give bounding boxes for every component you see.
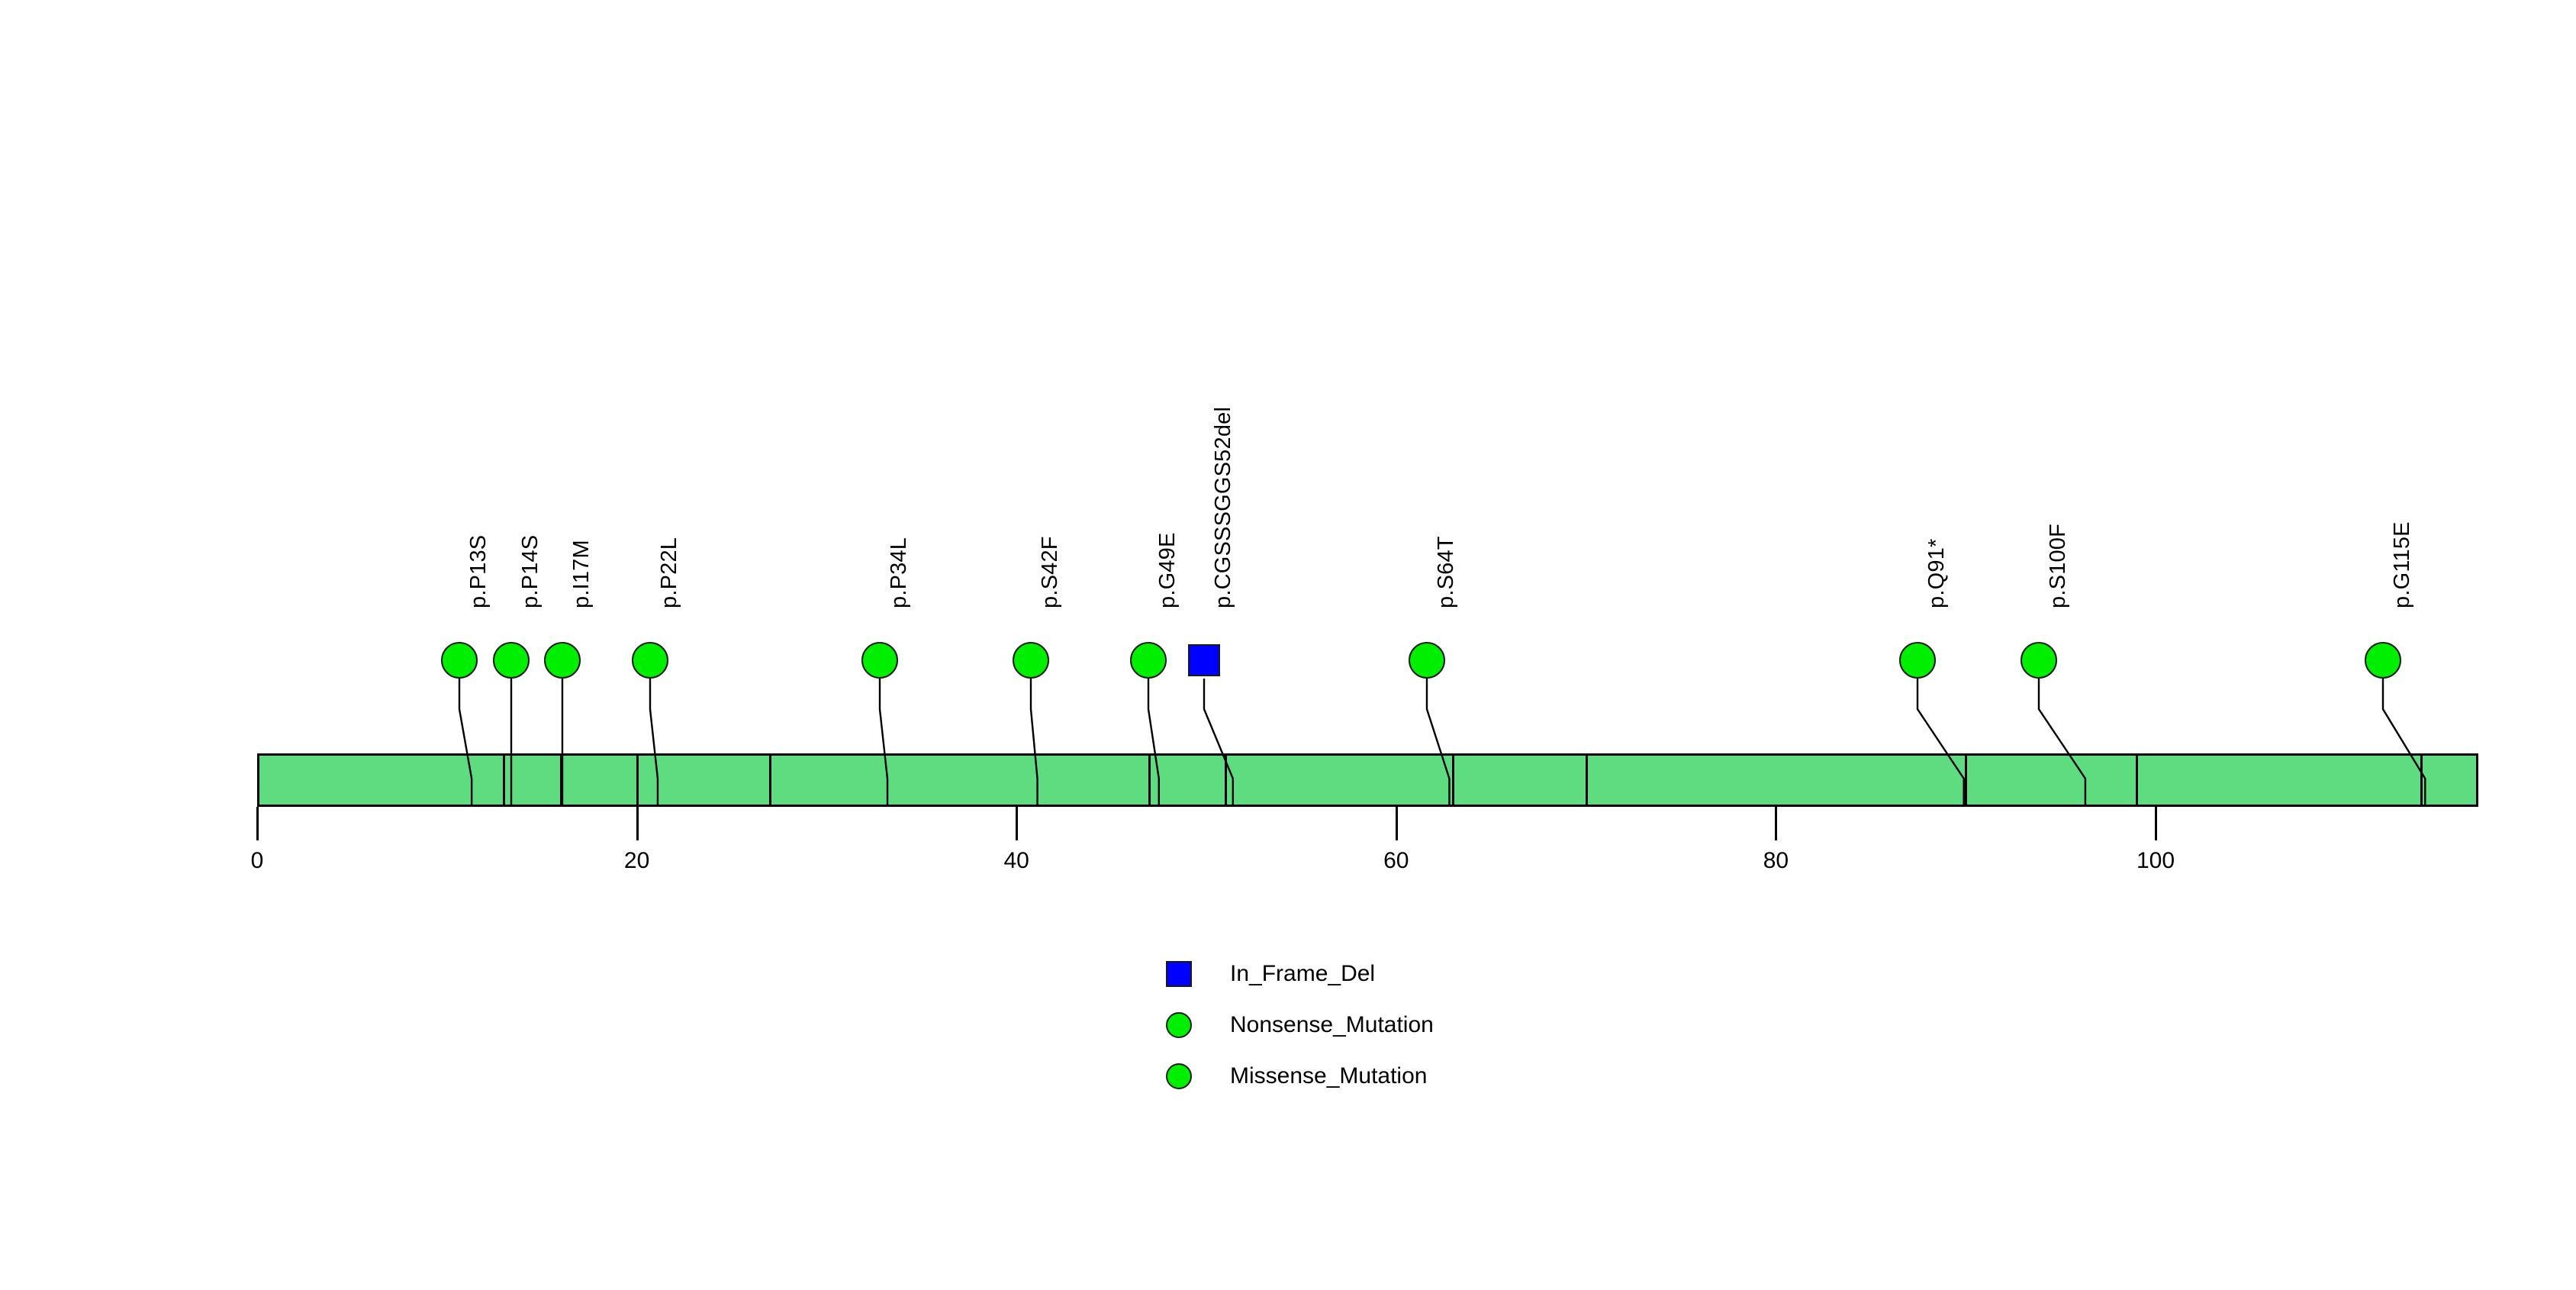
mutation-label: p.G115E bbox=[2390, 521, 2414, 608]
legend-circle-icon bbox=[1166, 1012, 1192, 1038]
mutation-marker-circle[interactable] bbox=[493, 642, 530, 679]
legend-label: In_Frame_Del bbox=[1230, 961, 1376, 986]
legend-label: Nonsense_Mutation bbox=[1230, 1012, 1434, 1037]
axis-tick-label: 40 bbox=[1003, 848, 1029, 873]
axis-tick bbox=[256, 807, 259, 840]
protein-domain-separator bbox=[1452, 753, 1455, 807]
mutation-marker-circle[interactable] bbox=[2365, 642, 2401, 679]
mutation-label: p.P14S bbox=[518, 534, 543, 608]
lollipop-stem bbox=[507, 679, 516, 807]
axis-tick bbox=[1395, 807, 1398, 840]
protein-domain-separator bbox=[2420, 753, 2423, 807]
lollipop-stem bbox=[875, 679, 892, 807]
mutation-marker-circle[interactable] bbox=[544, 642, 581, 679]
protein-domain-separator bbox=[503, 753, 506, 807]
axis-tick-label: 80 bbox=[1763, 848, 1789, 873]
mutation-marker-circle[interactable] bbox=[441, 642, 478, 679]
mutation-marker-circle[interactable] bbox=[2021, 642, 2057, 679]
mutation-label: p.P13S bbox=[466, 534, 491, 608]
axis-tick-label: 0 bbox=[250, 848, 264, 873]
mutation-marker-circle[interactable] bbox=[1013, 642, 1049, 679]
lollipop-stem bbox=[2378, 679, 2429, 807]
legend-item-nonsense-mutation[interactable]: Nonsense_Mutation bbox=[1166, 1010, 1434, 1040]
lollipop-stem bbox=[1422, 679, 1454, 807]
mutation-label: p.CGSSSGGS52del bbox=[1211, 406, 1235, 608]
mutation-marker-circle[interactable] bbox=[861, 642, 898, 679]
lollipop-stem bbox=[455, 679, 476, 807]
mutation-label: p.P34L bbox=[887, 537, 911, 608]
axis-tick-label: 60 bbox=[1383, 848, 1409, 873]
lollipop-stem bbox=[1144, 679, 1164, 807]
legend-circle-icon bbox=[1166, 1063, 1192, 1089]
legend-item-in-frame-del[interactable]: In_Frame_Del bbox=[1166, 959, 1375, 989]
protein-domain-separator bbox=[636, 753, 639, 807]
protein-domain-separator bbox=[2136, 753, 2139, 807]
lollipop-stem bbox=[1913, 679, 1969, 807]
axis-tick-label: 100 bbox=[2136, 848, 2175, 873]
protein-domain-separator bbox=[560, 753, 563, 807]
mutation-marker-circle[interactable] bbox=[632, 642, 668, 679]
mutation-label: p.G49E bbox=[1155, 532, 1180, 608]
axis-tick bbox=[1016, 807, 1019, 840]
axis-tick bbox=[2155, 807, 2157, 840]
legend-label: Missense_Mutation bbox=[1230, 1063, 1428, 1088]
axis-tick-label: 20 bbox=[623, 848, 650, 873]
mutation-label: p.S64T bbox=[1434, 536, 1458, 608]
lollipop-stem bbox=[558, 679, 568, 807]
lollipop-stem bbox=[2034, 679, 2090, 807]
mutation-label: p.P22L bbox=[657, 537, 681, 608]
mutation-label: p.S100F bbox=[2046, 523, 2070, 608]
mutation-label: p.Q91* bbox=[1924, 538, 1949, 609]
lollipop-stem bbox=[646, 679, 662, 807]
axis-tick bbox=[636, 807, 639, 840]
protein-domain-separator bbox=[1965, 753, 1968, 807]
protein-backbone-bar bbox=[257, 753, 2478, 807]
protein-domain-separator bbox=[1224, 753, 1227, 807]
mutation-label: p.I17M bbox=[569, 540, 594, 608]
axis-tick bbox=[1775, 807, 1778, 840]
protein-domain-separator bbox=[1148, 753, 1151, 807]
legend-item-missense-mutation[interactable]: Missense_Mutation bbox=[1166, 1061, 1427, 1092]
mutation-marker-square[interactable] bbox=[1188, 644, 1220, 676]
mutation-marker-circle[interactable] bbox=[1899, 642, 1936, 679]
legend-square-icon bbox=[1166, 961, 1192, 987]
mutation-marker-circle[interactable] bbox=[1130, 642, 1167, 679]
protein-domain-separator bbox=[1585, 753, 1588, 807]
mutation-label: p.S42F bbox=[1038, 536, 1062, 608]
protein-domain-separator bbox=[768, 753, 771, 807]
lollipop-stem bbox=[1026, 679, 1042, 807]
lollipop-stem bbox=[1199, 679, 1238, 807]
mutation-marker-circle[interactable] bbox=[1409, 642, 1445, 679]
